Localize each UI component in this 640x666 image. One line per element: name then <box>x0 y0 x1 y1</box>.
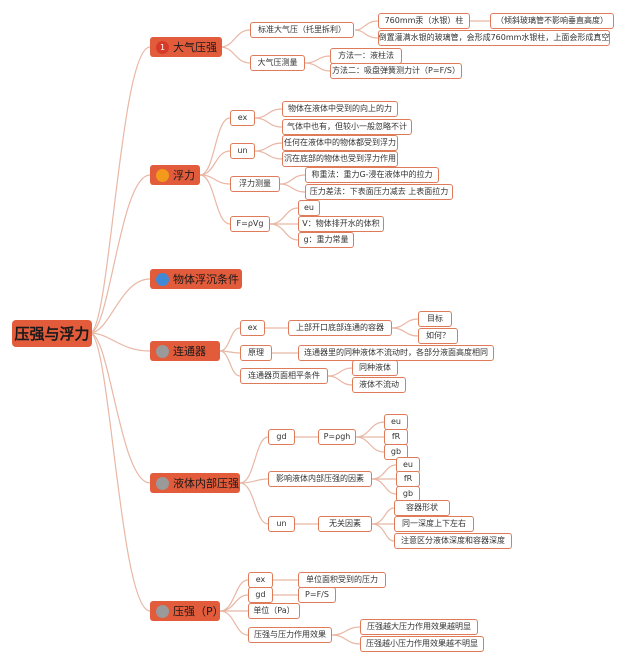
node-container-shape[interactable]: 容器形状 <box>394 500 450 516</box>
branch-label: 物体浮沉条件 <box>173 273 239 286</box>
node-pfs[interactable]: P=F/S <box>298 587 336 603</box>
node-pgh-fr[interactable]: fR <box>384 429 408 445</box>
branch-sink-float[interactable]: 物体浮沉条件 <box>150 269 242 289</box>
node-formula[interactable]: F=ρVg <box>230 216 270 232</box>
branch-label: 压强（P） <box>173 605 224 618</box>
node-un[interactable]: un <box>230 143 255 159</box>
node-method-2[interactable]: 方法二：吸盘弹簧测力计（P=F/S） <box>330 63 462 79</box>
node-method-1[interactable]: 方法一：液柱法 <box>330 48 402 64</box>
node-760mm[interactable]: 760mm汞（水银）柱 <box>378 13 470 29</box>
node-ex-2[interactable]: 气体中也有，但较小一般忽略不计 <box>282 119 412 135</box>
node-mercury-tube[interactable]: 倒置灌满水银的玻璃管，会形成760mm水银柱，上面会形成真空 <box>378 30 610 46</box>
node-ex[interactable]: ex <box>240 320 265 336</box>
gray-circle-icon <box>156 476 169 490</box>
node-pressure-measure[interactable]: 大气压测量 <box>250 55 305 71</box>
node-buoyancy-measure[interactable]: 浮力测量 <box>230 176 280 192</box>
node-principle[interactable]: 原理 <box>240 345 272 361</box>
node-gd[interactable]: gd <box>268 429 295 445</box>
node-gd[interactable]: gd <box>248 587 273 603</box>
branch-pressure-p[interactable]: 压强（P） <box>150 601 224 621</box>
node-ex-1[interactable]: 物体在液体中受到的向上的力 <box>282 101 398 117</box>
node-same-liquid[interactable]: 同种液体 <box>352 360 398 376</box>
node-formula-v[interactable]: V：物体排开水的体积 <box>298 216 384 232</box>
node-same-depth[interactable]: 同一深度上下左右 <box>394 516 474 532</box>
node-still-liquid[interactable]: 液体不流动 <box>352 377 406 393</box>
node-un-2[interactable]: 沉在底部的物体也受到浮力作用 <box>282 151 398 167</box>
branch-label: 液体内部压强 <box>173 477 239 490</box>
root-node[interactable]: 压强与浮力 <box>12 320 92 347</box>
node-goal[interactable]: 目标 <box>418 311 452 327</box>
branch-buoyancy[interactable]: 浮力 <box>150 165 200 185</box>
node-un-1[interactable]: 任何在液体中的物体都受到浮力 <box>282 135 398 151</box>
node-principle-text[interactable]: 连通器里的同种液体不流动时，各部分液面高度相同 <box>298 345 494 361</box>
node-weighing-method[interactable]: 称重法：重力G-浸在液体中的拉力 <box>305 167 439 183</box>
node-formula-eu[interactable]: eu <box>298 200 320 216</box>
node-irrelevant[interactable]: 无关因素 <box>318 516 372 532</box>
number-1-badge-icon: 1 <box>156 40 169 54</box>
branch-label: 连通器 <box>173 345 206 358</box>
node-pgh-eu[interactable]: eu <box>384 414 408 430</box>
node-tilt-note[interactable]: （倾斜玻璃管不影响垂直高度） <box>490 13 614 29</box>
node-ex[interactable]: ex <box>248 572 273 588</box>
node-how[interactable]: 如何？ <box>418 328 458 344</box>
node-un[interactable]: un <box>268 516 295 532</box>
node-pgh[interactable]: P=ρgh <box>318 429 356 445</box>
gray-circle-icon <box>156 344 169 358</box>
node-pressure-diff-method[interactable]: 压力差法：下表面压力减去 上表面拉力 <box>305 184 453 200</box>
node-pressure-def[interactable]: 单位面积受到的压力 <box>298 572 386 588</box>
node-depth-note[interactable]: 注意区分液体深度和容器深度 <box>394 533 512 549</box>
node-factors[interactable]: 影响液体内部压强的因素 <box>268 471 372 487</box>
branch-label: 大气压强 <box>173 41 217 54</box>
blue-circle-icon <box>156 272 169 286</box>
branch-label: 浮力 <box>173 169 195 182</box>
orange-circle-icon <box>156 168 169 182</box>
branch-liquid-pressure[interactable]: 液体内部压强 <box>150 473 240 493</box>
node-effect-larger[interactable]: 压强越大压力作用效果越明显 <box>360 619 478 635</box>
node-factor-fr[interactable]: fR <box>396 471 420 487</box>
node-unit[interactable]: 单位（Pa） <box>248 603 300 619</box>
node-ex[interactable]: ex <box>230 110 255 126</box>
node-vessel-def[interactable]: 上部开口底部连通的容器 <box>288 320 392 336</box>
gray-circle-icon <box>156 604 169 618</box>
node-formula-g[interactable]: g：重力常量 <box>298 232 354 248</box>
node-effect[interactable]: 压强与压力作用效果 <box>248 627 332 643</box>
node-standard-pressure[interactable]: 标准大气压（托里拆利） <box>250 22 354 38</box>
node-level-condition[interactable]: 连通器页面相平条件 <box>240 368 328 384</box>
branch-atmospheric-pressure[interactable]: 1 大气压强 <box>150 37 222 57</box>
node-effect-smaller[interactable]: 压强越小压力作用效果越不明显 <box>360 636 484 652</box>
branch-connector-vessel[interactable]: 连通器 <box>150 341 220 361</box>
